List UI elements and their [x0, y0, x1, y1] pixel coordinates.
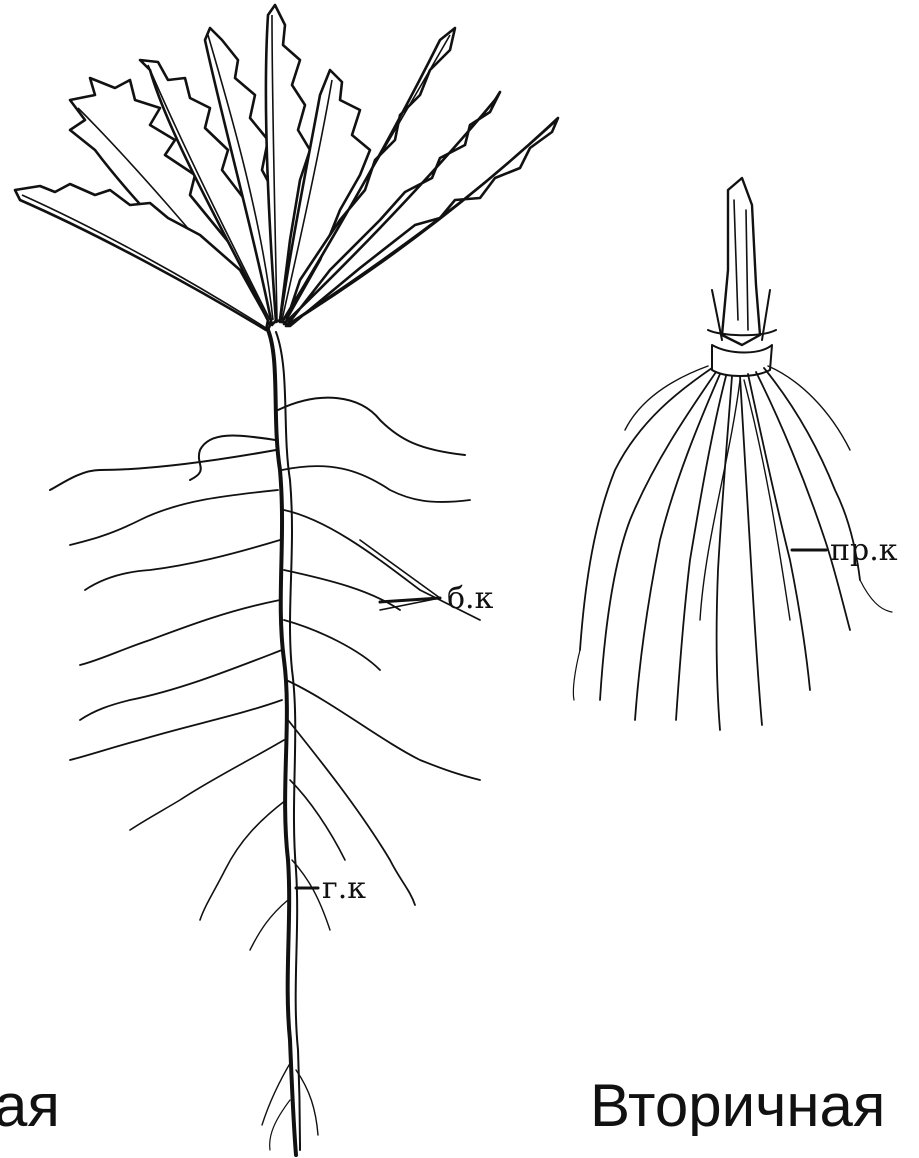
main-root-label: г.к: [322, 871, 366, 906]
taproot-plant-drawing: [15, 5, 558, 1155]
leaf-rosette: [15, 5, 558, 330]
stem-base: [722, 178, 760, 345]
adventitious-roots-label: пр.к: [830, 533, 898, 568]
caption-left: ая: [0, 1076, 60, 1136]
lateral-roots: [50, 398, 480, 1150]
lateral-roots-label: б.к: [447, 581, 494, 616]
fibrous-plant-drawing: [573, 178, 892, 730]
caption-right: Вторичная: [590, 1076, 919, 1136]
main-taproot: [268, 330, 300, 1155]
